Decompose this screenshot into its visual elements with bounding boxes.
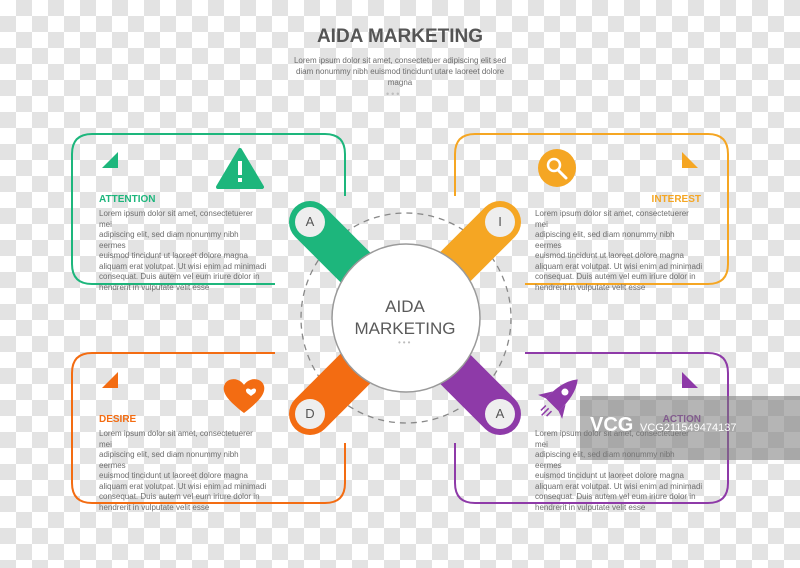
action-corner-fold: [682, 372, 698, 388]
interest-line: adipiscing elit, sed diam nonummy nibh e…: [535, 230, 675, 250]
interest-line: Lorem ipsum dolor sit amet, consectetuer…: [535, 209, 689, 229]
action-letter-badge: [485, 399, 515, 429]
attention-line: hendrerit in vulputate velit esse: [99, 282, 210, 292]
action-line: consequat. Duis autem vel eum iriure dol…: [535, 492, 696, 501]
interest-heading: INTEREST: [651, 194, 701, 205]
interest-letter-badge: [485, 207, 515, 237]
action-line: aliquam erat volutpat. Ut wisi enim ad m…: [535, 481, 703, 491]
attention-line: euismod tincidunt ut laoreet dolore magn…: [99, 251, 248, 260]
interest-panel-border: [454, 133, 729, 285]
magnifier-icon: [538, 149, 576, 187]
attention-line: aliquam erat volutpat. Ut wisi enim ad m…: [99, 261, 267, 271]
rocket-icon: [538, 379, 578, 419]
interest-line: consequat. Duis autem vel eum iriure dol…: [535, 272, 696, 281]
interest-corner-fold: [682, 152, 698, 168]
attention-line: adipiscing elit, sed diam nonummy nibh e…: [99, 230, 239, 250]
page-title: AIDA MARKETING: [316, 26, 484, 47]
attention-heading: ATTENTION: [99, 194, 156, 205]
action-panel-border: [454, 352, 729, 504]
center-circle: [331, 243, 481, 393]
page-subtitle: Lorem ipsum dolor sit amet, consectetuer…: [293, 56, 507, 87]
center-dots-divider: •••: [398, 338, 413, 347]
attention-line: Lorem ipsum dolor sit amet, consectetuer…: [99, 209, 253, 229]
desire-line: hendrerit in vulputate velit esse: [99, 502, 210, 512]
desire-line: euismod tincidunt ut laoreet dolore magn…: [99, 471, 248, 480]
watermark-overlay: [580, 396, 800, 460]
center-title-line1: AIDA: [385, 297, 425, 316]
interest-line: aliquam erat volutpat. Ut wisi enim ad m…: [535, 261, 703, 271]
watermark-logo: VCG: [590, 414, 634, 436]
interest-line: hendrerit in vulputate velit esse: [535, 282, 646, 292]
desire-line: adipiscing elit, sed diam nonummy nibh e…: [99, 450, 239, 470]
desire-letter-badge: [295, 399, 325, 429]
center-title-line2: MARKETING: [354, 319, 456, 338]
desire-letter: D: [305, 406, 315, 421]
interest-line: euismod tincidunt ut laoreet dolore magn…: [535, 251, 684, 260]
desire-line: consequat. Duis autem vel eum iriure dol…: [99, 492, 260, 501]
attention-line: consequat. Duis autem vel eum iriure dol…: [99, 272, 260, 281]
outer-dashed-ring: [300, 212, 512, 424]
warning-triangle-icon: [216, 148, 264, 189]
interest-body: Lorem ipsum dolor sit amet, consectetuer…: [535, 209, 703, 293]
desire-line: aliquam erat volutpat. Ut wisi enim ad m…: [99, 481, 267, 491]
center-title: AIDA MARKETING: [330, 296, 480, 340]
attention-body: Lorem ipsum dolor sit amet, consectetuer…: [99, 209, 267, 293]
action-letter: A: [495, 406, 505, 421]
attention-letter-badge: [295, 207, 325, 237]
attention-letter: A: [305, 214, 315, 229]
action-line: euismod tincidunt ut laoreet dolore magn…: [535, 471, 684, 480]
interest-letter: I: [498, 214, 502, 229]
desire-corner-fold: [102, 372, 118, 388]
attention-panel-border: [71, 133, 346, 285]
heart-icon: [223, 379, 265, 413]
desire-line: Lorem ipsum dolor sit amet, consectetuer…: [99, 429, 253, 449]
desire-panel-border: [71, 352, 346, 504]
action-line: hendrerit in vulputate velit esse: [535, 502, 646, 512]
desire-body: Lorem ipsum dolor sit amet, consectetuer…: [99, 429, 267, 513]
title-dots-divider: •••: [386, 89, 402, 99]
attention-corner-fold: [102, 152, 118, 168]
desire-heading: DESIRE: [99, 414, 137, 425]
watermark-id: VCG211549474137: [640, 422, 737, 434]
